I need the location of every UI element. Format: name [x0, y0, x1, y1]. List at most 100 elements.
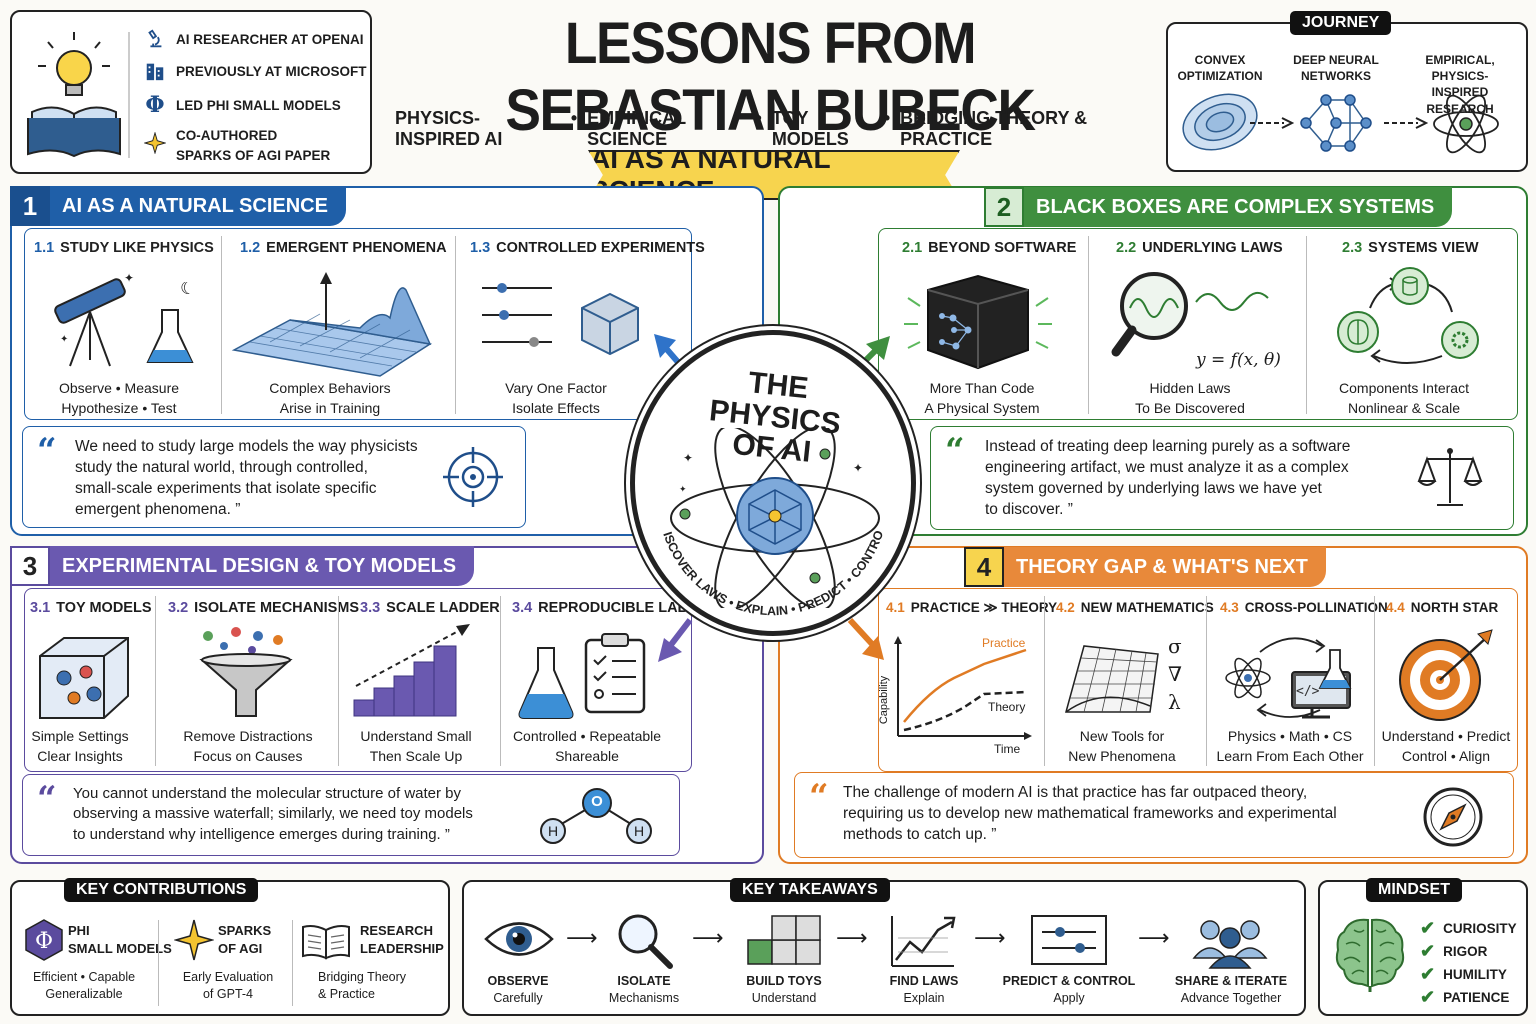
- math-symbol-lambda: λ: [1168, 690, 1181, 714]
- quote-mark-icon: “: [37, 431, 57, 471]
- systems-cycle-icon: [1337, 267, 1479, 364]
- divider: [455, 236, 456, 414]
- profile-item-microsoft: PREVIOUSLY AT MICROSOFT: [144, 60, 367, 82]
- scales-icon: [1417, 448, 1483, 506]
- microscope-icon: [148, 29, 162, 48]
- section-3-quote: “ You cannot understand the molecular st…: [22, 774, 680, 856]
- mindset-item-curiosity: ✔CURIOSITY: [1420, 918, 1517, 938]
- section-3-title: EXPERIMENTAL DESIGN & TOY MODELS: [62, 554, 457, 577]
- arrow-right-icon: ⟶: [836, 926, 868, 951]
- divider: [1206, 596, 1207, 766]
- theory-line: [903, 690, 1027, 732]
- chart-legend-theory: Theory: [988, 700, 1026, 714]
- section-4-title: THEORY GAP & WHAT'S NEXT: [1016, 555, 1308, 578]
- section-2-quote: “ Instead of treating deep learning pure…: [930, 426, 1514, 530]
- profile-item-phi: Φ LED PHI SMALL MODELS: [144, 92, 341, 118]
- mindset-item-patience: ✔PATIENCE: [1420, 987, 1510, 1007]
- section-1-header: 1 AI AS A NATURAL SCIENCE: [10, 186, 346, 226]
- svg-text:DISCOVER LAWS • EXPLAIN • PRED: DISCOVER LAWS • EXPLAIN • PREDICT • CONT…: [640, 340, 886, 618]
- target-crosshair-icon: [443, 447, 503, 507]
- open-book-icon: [302, 925, 350, 960]
- funnel-icon: [199, 627, 293, 717]
- key-contributions-panel: [10, 880, 450, 1016]
- check-icon: ✔: [1420, 941, 1436, 961]
- section-4-quote-text: The challenge of modern AI is that pract…: [843, 784, 1337, 843]
- neural-network-icon: [1300, 94, 1372, 152]
- mindset-item-humility: ✔HUMILITY: [1420, 964, 1507, 984]
- convex-bowl-icon: [1182, 93, 1258, 151]
- key-contributions-tag: KEY CONTRIBUTIONS: [64, 878, 259, 902]
- scale-ladder-icon: [353, 624, 470, 717]
- section-3-quote-text: You cannot understand the molecular stru…: [73, 785, 473, 843]
- check-icon: ✔: [1420, 918, 1436, 938]
- chart-x-label: Time: [994, 742, 1021, 756]
- eye-icon: [484, 922, 554, 956]
- divider: [1306, 236, 1307, 414]
- section-1-title: AI AS A NATURAL SCIENCE: [62, 194, 328, 217]
- molecule-o-label: O: [591, 793, 603, 810]
- subtitle-sep: •: [570, 108, 578, 128]
- banner: AI AS A NATURAL SCIENCE: [588, 150, 960, 200]
- section-2-number: 2: [984, 187, 1024, 227]
- toy-blocks-icon: [747, 915, 821, 965]
- profile-label-sparks-2: SPARKS OF AGI PAPER: [176, 147, 331, 163]
- key-takeaways-tag: KEY TAKEAWAYS: [730, 878, 890, 902]
- arrow-right-icon: ⟶: [974, 926, 1006, 951]
- profile-label-phi: LED PHI SMALL MODELS: [176, 97, 341, 113]
- practice-theory-chart: [894, 636, 1032, 740]
- dashed-arrow-icon: [1250, 117, 1294, 129]
- journey-tag: JOURNEY: [1290, 11, 1392, 35]
- profile-label-openai: AI RESEARCHER AT OPENAI: [176, 31, 364, 47]
- magnifier-icon: [618, 914, 673, 969]
- divider: [158, 920, 159, 1006]
- math-grid-surface-icon: [1065, 645, 1159, 713]
- subtitle-item: EMPIRICAL SCIENCE: [587, 108, 686, 149]
- brain-icon: [1335, 918, 1405, 992]
- molecule-h-label: H: [547, 823, 559, 839]
- phi-icon: Φ: [145, 92, 165, 118]
- page-subtitle: PHYSICS-INSPIRED AI • EMPIRICAL SCIENCE …: [395, 108, 1145, 150]
- divider: [1044, 596, 1045, 766]
- divider: [221, 236, 222, 414]
- section-1-inner: [24, 228, 692, 420]
- profile-label-sparks-1: CO-AUTHORED: [176, 128, 278, 143]
- section-4-inner: [878, 588, 1518, 772]
- section-1-quote-text: We need to study large models the way ph…: [75, 438, 418, 518]
- subtitle-item: TOY MODELS: [771, 108, 849, 149]
- sparkle-icon: [174, 919, 214, 961]
- clipboard-checklist-icon: [584, 633, 646, 714]
- math-symbol-nabla: ∇: [1168, 662, 1182, 686]
- check-icon: ✔: [1420, 964, 1436, 984]
- svg-text:✦: ✦: [853, 461, 863, 475]
- arrow-right-icon: ⟶: [1138, 926, 1170, 951]
- section-2-inner: [878, 228, 1518, 420]
- profile-item-openai: AI RESEARCHER AT OPENAI: [144, 28, 364, 50]
- svg-text:✦: ✦: [683, 451, 693, 465]
- magnifier-wave-icon: [1111, 272, 1269, 357]
- section-1-number: 1: [10, 186, 50, 226]
- svg-text:Φ: Φ: [35, 929, 53, 954]
- page-title: LESSONS FROM SEBASTIAN BUBECK: [505, 11, 1036, 143]
- divider: [155, 596, 156, 766]
